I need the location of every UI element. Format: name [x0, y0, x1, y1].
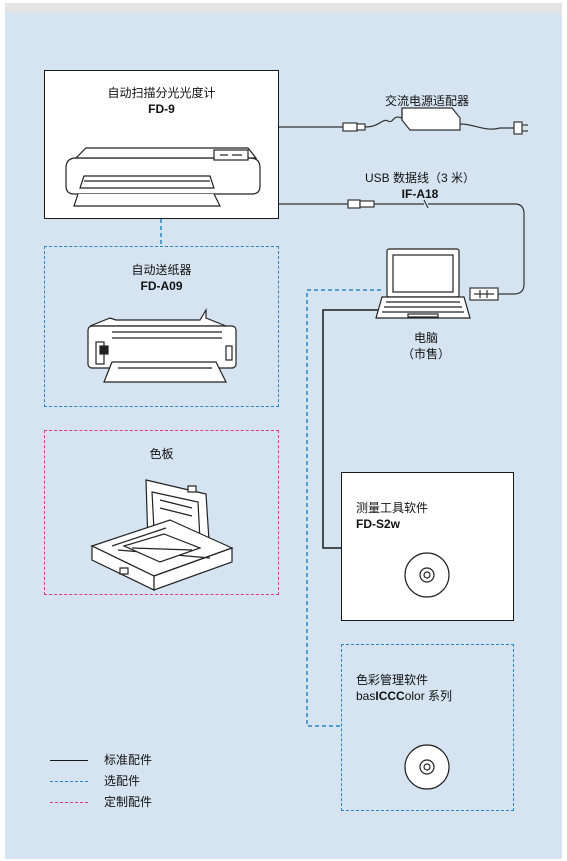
usb-cable [279, 199, 525, 301]
feeder-name: 自动送纸器 [131, 263, 192, 277]
color-software-box [341, 644, 514, 811]
legend-standard-line [50, 760, 88, 761]
feeder-model: FD-A09 [140, 279, 183, 293]
color-software-name: 色彩管理软件 [356, 673, 429, 687]
pc-color-connector [306, 289, 381, 727]
adapter-name: 交流电源适配器 [385, 94, 470, 108]
cd-icon-measure [404, 552, 450, 598]
legend-standard-label: 标准配件 [104, 753, 153, 767]
scanner-name: 自动扫描分光光度计 [107, 86, 216, 100]
scanner-illustration [65, 147, 261, 207]
measure-software-name: 测量工具软件 [356, 501, 429, 515]
legend-optional-line [50, 781, 88, 782]
chart-board-illustration [90, 479, 234, 591]
feeder-illustration [87, 307, 237, 383]
legend-optional-label: 选配件 [104, 774, 141, 788]
color-software-model: basICCColor 系列 [356, 688, 452, 704]
scanner-model: FD-9 [148, 102, 175, 116]
cd-icon-color [404, 744, 450, 790]
pc-measure-connector [322, 309, 381, 549]
pc-name: 电脑 [413, 331, 438, 345]
top-bar [5, 3, 562, 13]
legend-custom-label: 定制配件 [104, 795, 153, 809]
usb-model: IF-A18 [401, 187, 439, 201]
usb-name: USB 数据线（3 米） [364, 171, 476, 185]
color-software-model-prefix: bas [356, 689, 376, 703]
color-software-model-bold-c: C [396, 689, 405, 703]
measure-software-model: FD-S2w [356, 517, 401, 531]
chart-board-name: 色板 [149, 447, 174, 461]
pc-illustration [375, 248, 471, 319]
color-software-model-bold: ICC [375, 689, 397, 703]
pc-note: （市售） [401, 347, 450, 361]
power-cable [279, 107, 528, 135]
legend-custom-line [50, 802, 88, 803]
color-software-model-suffix: olor 系列 [404, 689, 453, 703]
